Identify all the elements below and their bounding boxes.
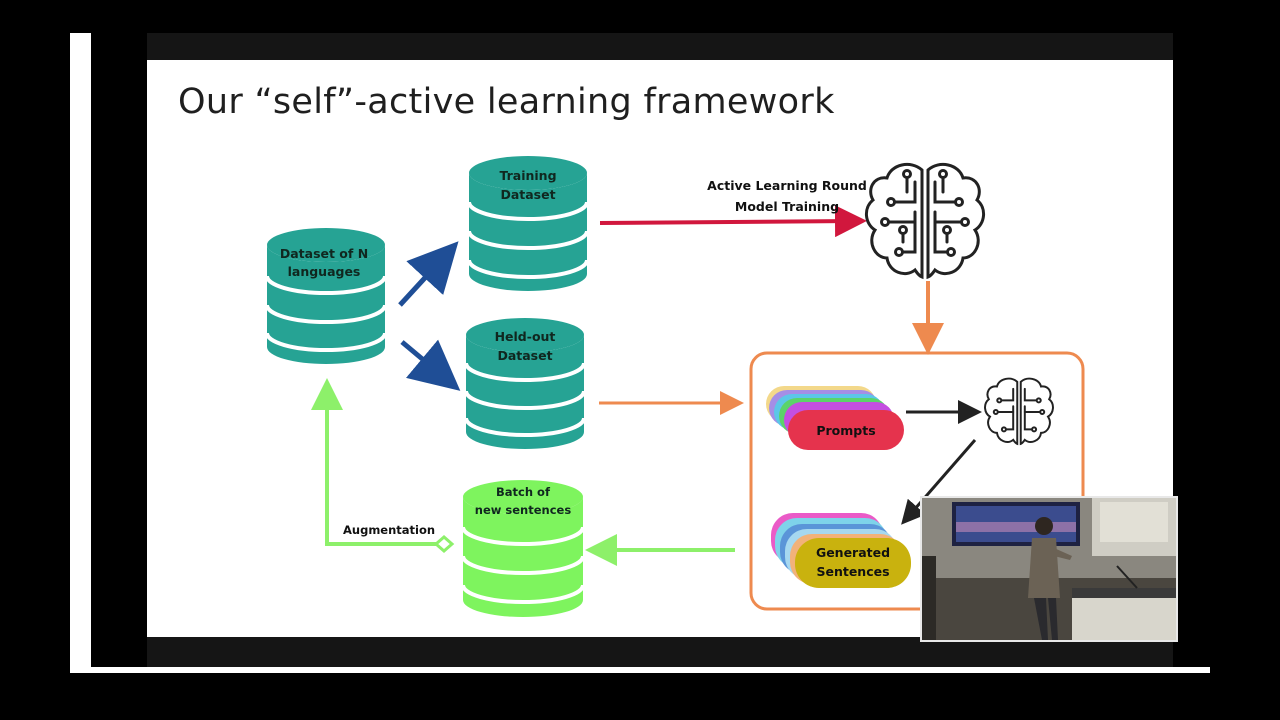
screen-edge-left — [70, 33, 91, 673]
brain-circuit-icon — [984, 377, 1054, 446]
dataset-n-languages-db: Dataset of N languages — [265, 228, 387, 364]
generation-box — [749, 351, 1085, 611]
slide-title: Our “self”-active learning framework — [178, 82, 835, 122]
screen-edge-bottom — [70, 667, 1210, 673]
heldout-label-line2: Dataset — [497, 348, 552, 363]
presenter-video-frame — [922, 498, 1176, 640]
brain-circuit-icon — [865, 162, 985, 280]
prompts-stack: Prompts — [766, 386, 904, 450]
dataset-n-label-line2: languages — [288, 264, 361, 279]
arrow-training-to-model — [599, 205, 867, 238]
generated-stack: Generated Sentences — [771, 513, 911, 588]
training-dataset-db: Training Dataset — [467, 156, 589, 291]
arrow-augmentation — [311, 378, 443, 546]
batch-label-line1: Batch of — [496, 485, 551, 499]
batch-label-line2: new sentences — [475, 503, 572, 517]
active-learning-round-label: Active Learning Round — [707, 178, 867, 193]
framework-diagram: Dataset of N languages Training Dataset … — [265, 156, 1085, 617]
dataset-n-label-line1: Dataset of N — [280, 246, 368, 261]
generated-label-line1: Generated — [816, 545, 890, 560]
training-label-line2: Dataset — [500, 187, 555, 202]
augmentation-diamond — [433, 535, 455, 553]
heldout-label-line1: Held-out — [495, 329, 556, 344]
model-training-label: Model Training — [735, 199, 839, 214]
batch-new-sentences-db: Batch of new sentences — [461, 480, 585, 617]
heldout-dataset-db: Held-out Dataset — [464, 318, 586, 449]
arrow-to-training — [398, 241, 459, 307]
training-label-line1: Training — [499, 168, 556, 183]
arrow-to-heldout — [400, 339, 461, 391]
augmentation-label: Augmentation — [343, 523, 435, 537]
generated-label-line2: Sentences — [816, 564, 889, 579]
slide: Our “self”-active learning framework — [147, 60, 1173, 637]
presenter-video-overlay — [920, 496, 1178, 642]
prompts-label: Prompts — [816, 423, 875, 438]
arrow-model-to-generated — [901, 439, 977, 525]
